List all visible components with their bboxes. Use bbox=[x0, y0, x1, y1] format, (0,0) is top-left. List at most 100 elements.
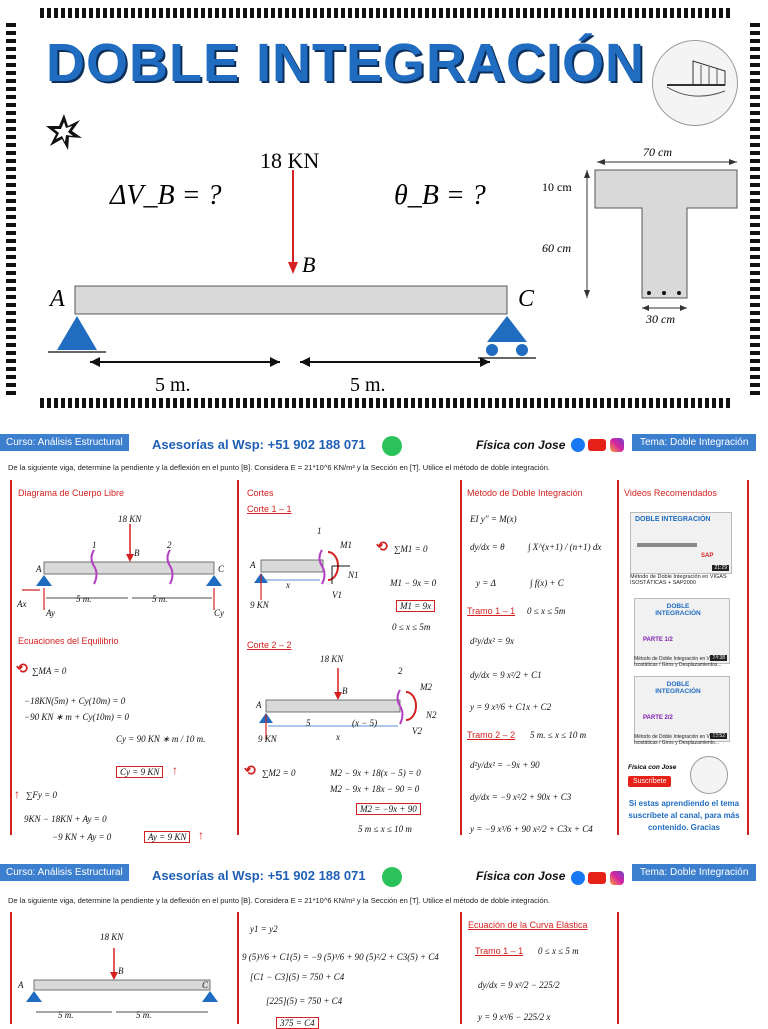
dcl-diagram bbox=[22, 524, 222, 610]
dcl-cut2: 2 bbox=[167, 540, 172, 550]
eq-7: Ay = 9 KN bbox=[144, 831, 191, 843]
subscribe-illustration bbox=[690, 756, 728, 794]
whatsapp-contact-2[interactable]: Asesorías al Wsp: +51 902 188 071 bbox=[152, 868, 366, 883]
cover-load-label: 18 KN bbox=[260, 148, 320, 173]
divider-4 bbox=[617, 480, 619, 835]
video-thumb-2-part: PARTE 1/2 bbox=[643, 637, 673, 643]
t1-range: 0 ≤ x ≤ 5m bbox=[527, 606, 566, 616]
video-thumb-1-title: DOBLE INTEGRACIÓN bbox=[635, 516, 711, 523]
cover-point-a: A bbox=[50, 286, 65, 312]
page1: Curso: Análisis Estructural Asesorías al… bbox=[0, 430, 768, 843]
cover-span-2: 5 m. bbox=[350, 374, 386, 396]
up-arrow-icon: ↑ bbox=[172, 763, 178, 777]
video-thumb-2-caption[interactable]: Método de Doble Integración en Vigas Iso… bbox=[634, 656, 722, 668]
dcl-a: A bbox=[36, 564, 42, 574]
cover-beam-diagram bbox=[48, 170, 536, 367]
divider-2 bbox=[237, 480, 239, 835]
c1-e3: 0 ≤ x ≤ 5m bbox=[392, 622, 431, 632]
p2-span1: 5 m. bbox=[58, 1010, 74, 1020]
divider-5 bbox=[747, 480, 749, 835]
moment-arrow-icon: ⟲ bbox=[16, 660, 28, 676]
p2-t1-range: 0 ≤ x ≤ 5 m bbox=[538, 946, 579, 956]
c2-b: B bbox=[342, 686, 348, 696]
p2-beam-diagram bbox=[26, 948, 218, 1013]
p2-divider-1 bbox=[10, 912, 12, 1024]
dcl-ay: Ay bbox=[46, 608, 55, 618]
p2-c1: dy/dx = 9 x²/2 − 225/2 bbox=[478, 980, 560, 990]
videos-title: Videos Recomendados bbox=[624, 488, 717, 498]
video-thumb-3[interactable]: DOBLE INTEGRACIÓN PARTE 2/2 13:52 bbox=[634, 676, 730, 742]
dcl-span2: 5 m. bbox=[152, 594, 168, 604]
facebook-icon-2 bbox=[571, 871, 585, 885]
whatsapp-contact[interactable]: Asesorías al Wsp: +51 902 188 071 bbox=[152, 437, 366, 452]
video-thumb-3-caption[interactable]: Método de Doble Integración en Vigas Iso… bbox=[634, 734, 720, 746]
p2-load: 18 KN bbox=[100, 932, 124, 942]
dcl-ax: Ax bbox=[17, 599, 27, 609]
page1-header: Curso: Análisis Estructural Asesorías al… bbox=[0, 432, 768, 456]
c2-force: 9 KN bbox=[258, 734, 277, 744]
cover-beam-thumbnail bbox=[652, 40, 738, 126]
instagram-icon bbox=[610, 438, 624, 452]
c2-sum: ∑M2 = 0 bbox=[262, 768, 296, 778]
c1-m1: M1 bbox=[340, 540, 352, 550]
dcl-cy: Cy bbox=[214, 608, 224, 618]
page2-header: Curso: Análisis Estructural Asesorías al… bbox=[0, 862, 768, 887]
c2-v2: V2 bbox=[412, 726, 422, 736]
t2-range: 5 m. ≤ x ≤ 10 m bbox=[530, 730, 587, 740]
c2-x: x bbox=[336, 732, 340, 742]
c2-a: A bbox=[256, 700, 262, 710]
dcl-c: C bbox=[218, 564, 225, 574]
c2-m2: M2 bbox=[420, 682, 432, 692]
cover-border-top bbox=[40, 8, 730, 18]
t-dim-web: 60 cm bbox=[542, 241, 571, 255]
cover-span-1: 5 m. bbox=[155, 374, 191, 396]
subscribe-message: Si estas aprendiendo el tema suscríbete … bbox=[628, 799, 740, 832]
divider-3 bbox=[460, 480, 462, 835]
t1-c: y = 9 x³/6 + C1x + C2 bbox=[470, 702, 552, 712]
eq-5: 9KN − 18KN + Ay = 0 bbox=[24, 814, 107, 824]
p2-e5: 375 = C4 bbox=[276, 1017, 319, 1029]
metodo-title: Método de Doble Integración bbox=[467, 488, 583, 498]
up-arrow-icon-3: ↑ bbox=[198, 828, 204, 842]
video-thumb-2[interactable]: DOBLE INTEGRACIÓN PARTE 1/2 24:38 bbox=[634, 598, 730, 664]
brand-name-2: Física con Jose bbox=[476, 869, 566, 883]
c2-xm5: (x − 5) bbox=[352, 718, 378, 728]
c2-load: 18 KN bbox=[320, 654, 344, 664]
eq-title: Ecuaciones del Equilibrio bbox=[18, 636, 119, 646]
dcl-b: B bbox=[134, 548, 140, 558]
t1-title: Tramo 1 – 1 bbox=[467, 606, 516, 616]
eq-3: Cy = 90 KN ∗ m / 10 m. bbox=[116, 734, 206, 744]
c1-e2: M1 = 9x bbox=[396, 600, 436, 612]
c1-e1: M1 − 9x = 0 bbox=[390, 578, 437, 588]
moment-arrow-icon-c1: ⟲ bbox=[376, 538, 388, 554]
cover-border-right bbox=[750, 20, 760, 395]
c2-f2: M2 − 9x + 18x − 90 = 0 bbox=[330, 784, 420, 794]
video-thumb-1-caption[interactable]: Método de Doble Integración en VIGAS ISO… bbox=[630, 574, 727, 586]
eq-6: −9 KN + Ay = 0 bbox=[52, 832, 112, 842]
p2-e1: y1 = y2 bbox=[250, 924, 278, 934]
problem-statement: De la siguiente viga, determine la pendi… bbox=[8, 463, 550, 472]
sum-fy: ∑Fy = 0 bbox=[26, 790, 57, 800]
dcl-cut1: 1 bbox=[92, 540, 97, 550]
c2-n2: N2 bbox=[426, 710, 437, 720]
cover-border-bottom bbox=[40, 398, 730, 408]
corte1-title: Corte 1 – 1 bbox=[247, 504, 292, 514]
g4: y = Δ bbox=[476, 578, 496, 588]
eq-1: −18KN(5m) + Cy(10m) = 0 bbox=[24, 696, 126, 706]
c1-force: 9 KN bbox=[250, 600, 269, 610]
t2-b: dy/dx = −9 x²/2 + 90x + C3 bbox=[470, 792, 572, 802]
p2-a: A bbox=[18, 980, 24, 990]
whatsapp-icon bbox=[382, 436, 402, 456]
c1-x: x bbox=[286, 580, 290, 590]
p2-divider-4 bbox=[617, 912, 619, 1024]
t2-a: d²y/dx² = −9x + 90 bbox=[470, 760, 540, 770]
course-badge-2: Curso: Análisis Estructural bbox=[0, 864, 129, 881]
t1-a: d²y/dx² = 9x bbox=[470, 636, 514, 646]
up-arrow-icon-2: ↑ bbox=[14, 787, 20, 801]
video-thumb-3-time: 13:52 bbox=[710, 733, 727, 739]
c2-f4: 5 m ≤ x ≤ 10 m bbox=[358, 824, 412, 834]
video-thumb-1[interactable]: DOBLE INTEGRACIÓN SAP 21:29 bbox=[630, 512, 732, 574]
subscribe-button[interactable]: Suscríbete bbox=[628, 776, 672, 787]
p2-divider-2 bbox=[237, 912, 239, 1024]
brand-name: Física con Jose bbox=[476, 438, 566, 452]
